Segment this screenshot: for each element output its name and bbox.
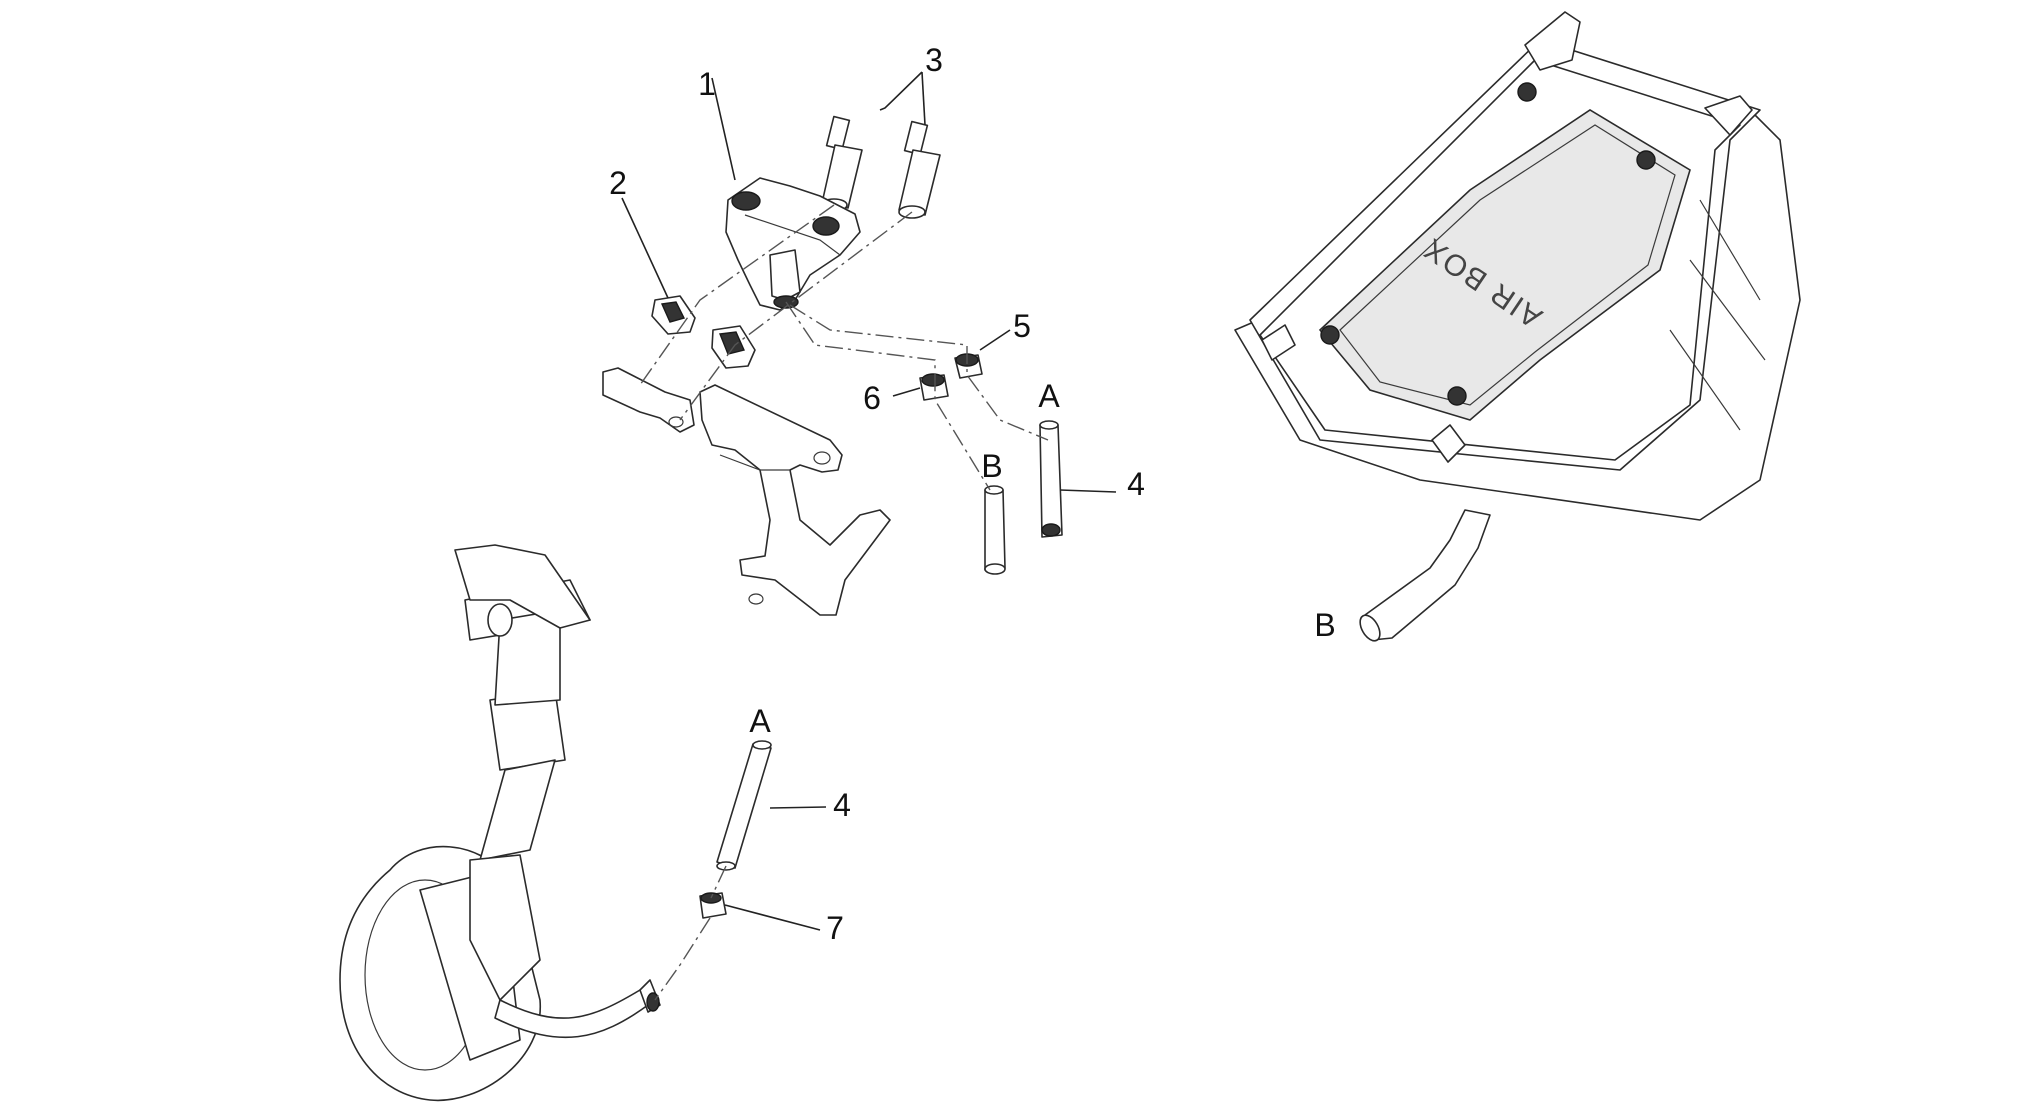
air-box — [1234, 11, 1801, 642]
callout-a-upper: A — [1038, 378, 1060, 414]
fitting-5 — [954, 353, 983, 379]
bolt-left — [820, 115, 863, 212]
callout-b-upper: B — [981, 448, 1003, 484]
fitting-6 — [919, 373, 949, 401]
clip-upper — [651, 295, 696, 335]
callout-7: 7 — [826, 910, 844, 946]
assembly-centerlines — [639, 204, 1049, 1001]
callout-4-upper: 4 — [1127, 466, 1145, 502]
callout-6: 6 — [863, 380, 881, 416]
fitting-7 — [699, 892, 727, 919]
callout-5: 5 — [1013, 308, 1031, 344]
callout-a-lower: A — [749, 703, 771, 739]
hose-b-upper — [984, 485, 1006, 575]
callout-2: 2 — [609, 165, 627, 201]
mounting-bracket — [602, 367, 891, 616]
hose-a-lower — [716, 740, 772, 871]
callout-b-airbox: B — [1314, 607, 1336, 643]
callout-4-lower: 4 — [833, 787, 851, 823]
leader-lines — [621, 71, 1117, 931]
callout-1: 1 — [698, 66, 716, 102]
bolt-right — [898, 120, 941, 219]
callout-3: 3 — [925, 42, 943, 78]
hose-a-upper — [1039, 420, 1063, 538]
exhaust-pipe-assembly — [339, 544, 661, 1102]
